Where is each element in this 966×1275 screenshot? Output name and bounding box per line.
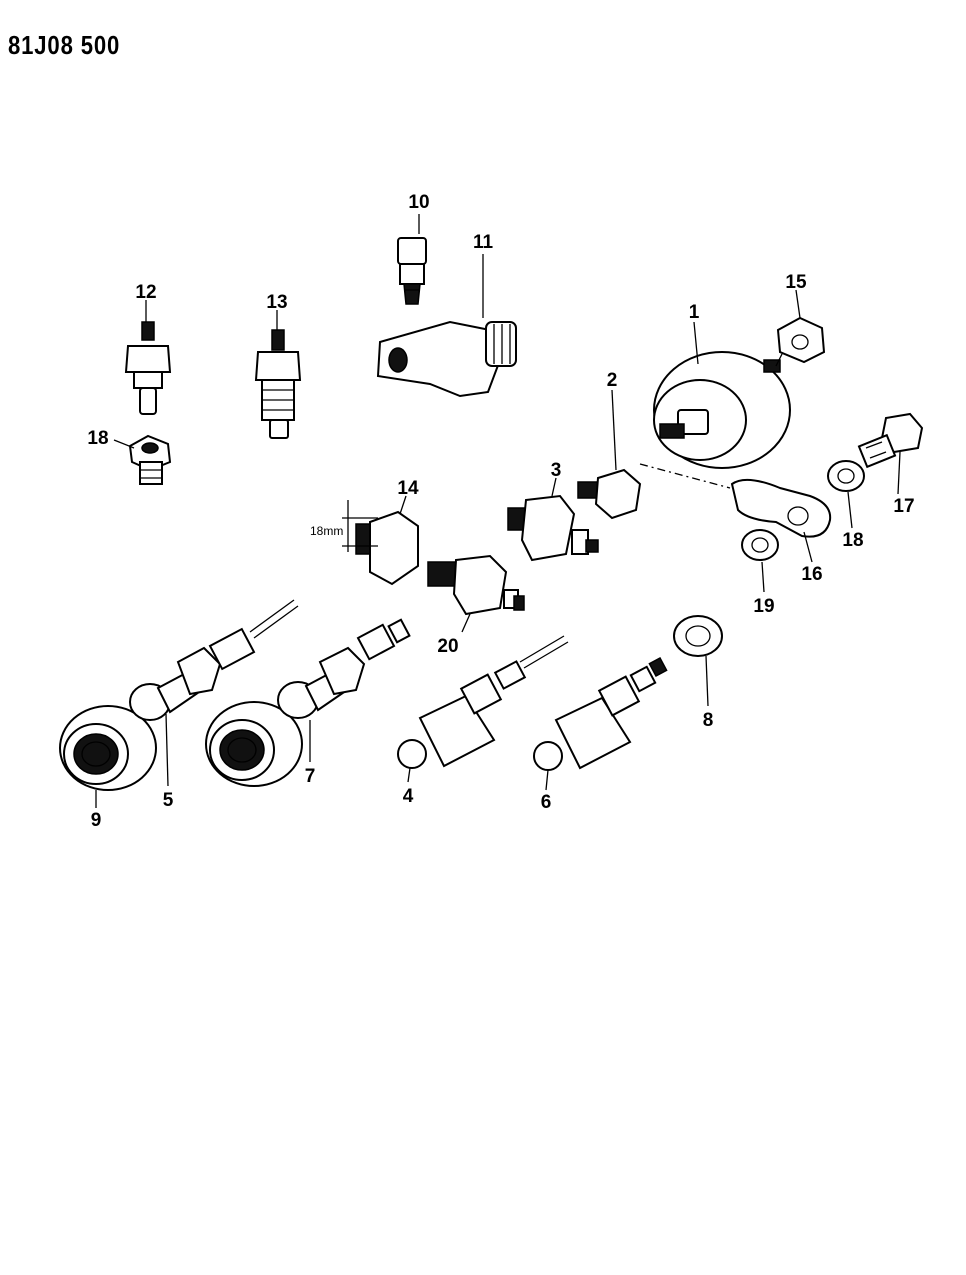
figure-code: 81J08 500 [8,30,121,60]
leader-lines [95,214,901,808]
callout-5: 5 [163,790,174,811]
grommet-secondary [205,701,303,787]
callout-10: 10 [408,192,429,213]
callout-12: 12 [135,282,156,303]
callout-7: 7 [305,766,316,787]
callout-18b: 19 [753,596,774,617]
callout-17: 17 [893,496,914,517]
part-5-switch [129,599,299,721]
part-1-gauge-sender [653,351,791,469]
part-10-fitting [397,237,427,305]
callout-15: 15 [785,272,807,293]
part-17-bolt [857,412,924,469]
centerline [639,463,731,489]
callout-18a: 18 [842,530,863,551]
part-14-plug [342,500,419,586]
callout-20: 20 [437,636,458,657]
callout-4: 4 [403,786,414,807]
part-8-washer [673,615,723,657]
part-11-elbow [376,320,517,398]
callout-1: 1 [689,302,700,323]
part-18-washer-upper [827,460,865,492]
callout-6: 6 [541,792,552,813]
part-16-banjo [730,478,832,538]
part-20-switch [427,554,525,616]
part-6-switch [533,656,668,771]
part-4-switch [397,635,569,769]
part-3-pressure-switch [507,494,599,562]
callout-11: 11 [473,232,494,253]
part-9-grommet [59,705,157,791]
callout-3: 3 [551,460,562,481]
part-2-adapter [577,468,642,520]
part-19-adapter [128,434,172,485]
part-18-washer-lower [741,529,779,561]
callout-2: 2 [607,370,618,391]
part-13-sender [254,329,302,439]
callout-16: 16 [801,564,822,585]
part-7-switch [277,618,411,719]
callout-14: 14 [397,478,419,499]
part-12-sender [124,321,172,415]
callout-8: 8 [703,710,714,731]
callout-13: 13 [266,292,287,313]
callout-9: 9 [91,810,102,831]
dimension-label: 18mm [310,524,343,538]
callout-19: 18 [87,428,108,449]
part-15-nut [776,316,826,364]
